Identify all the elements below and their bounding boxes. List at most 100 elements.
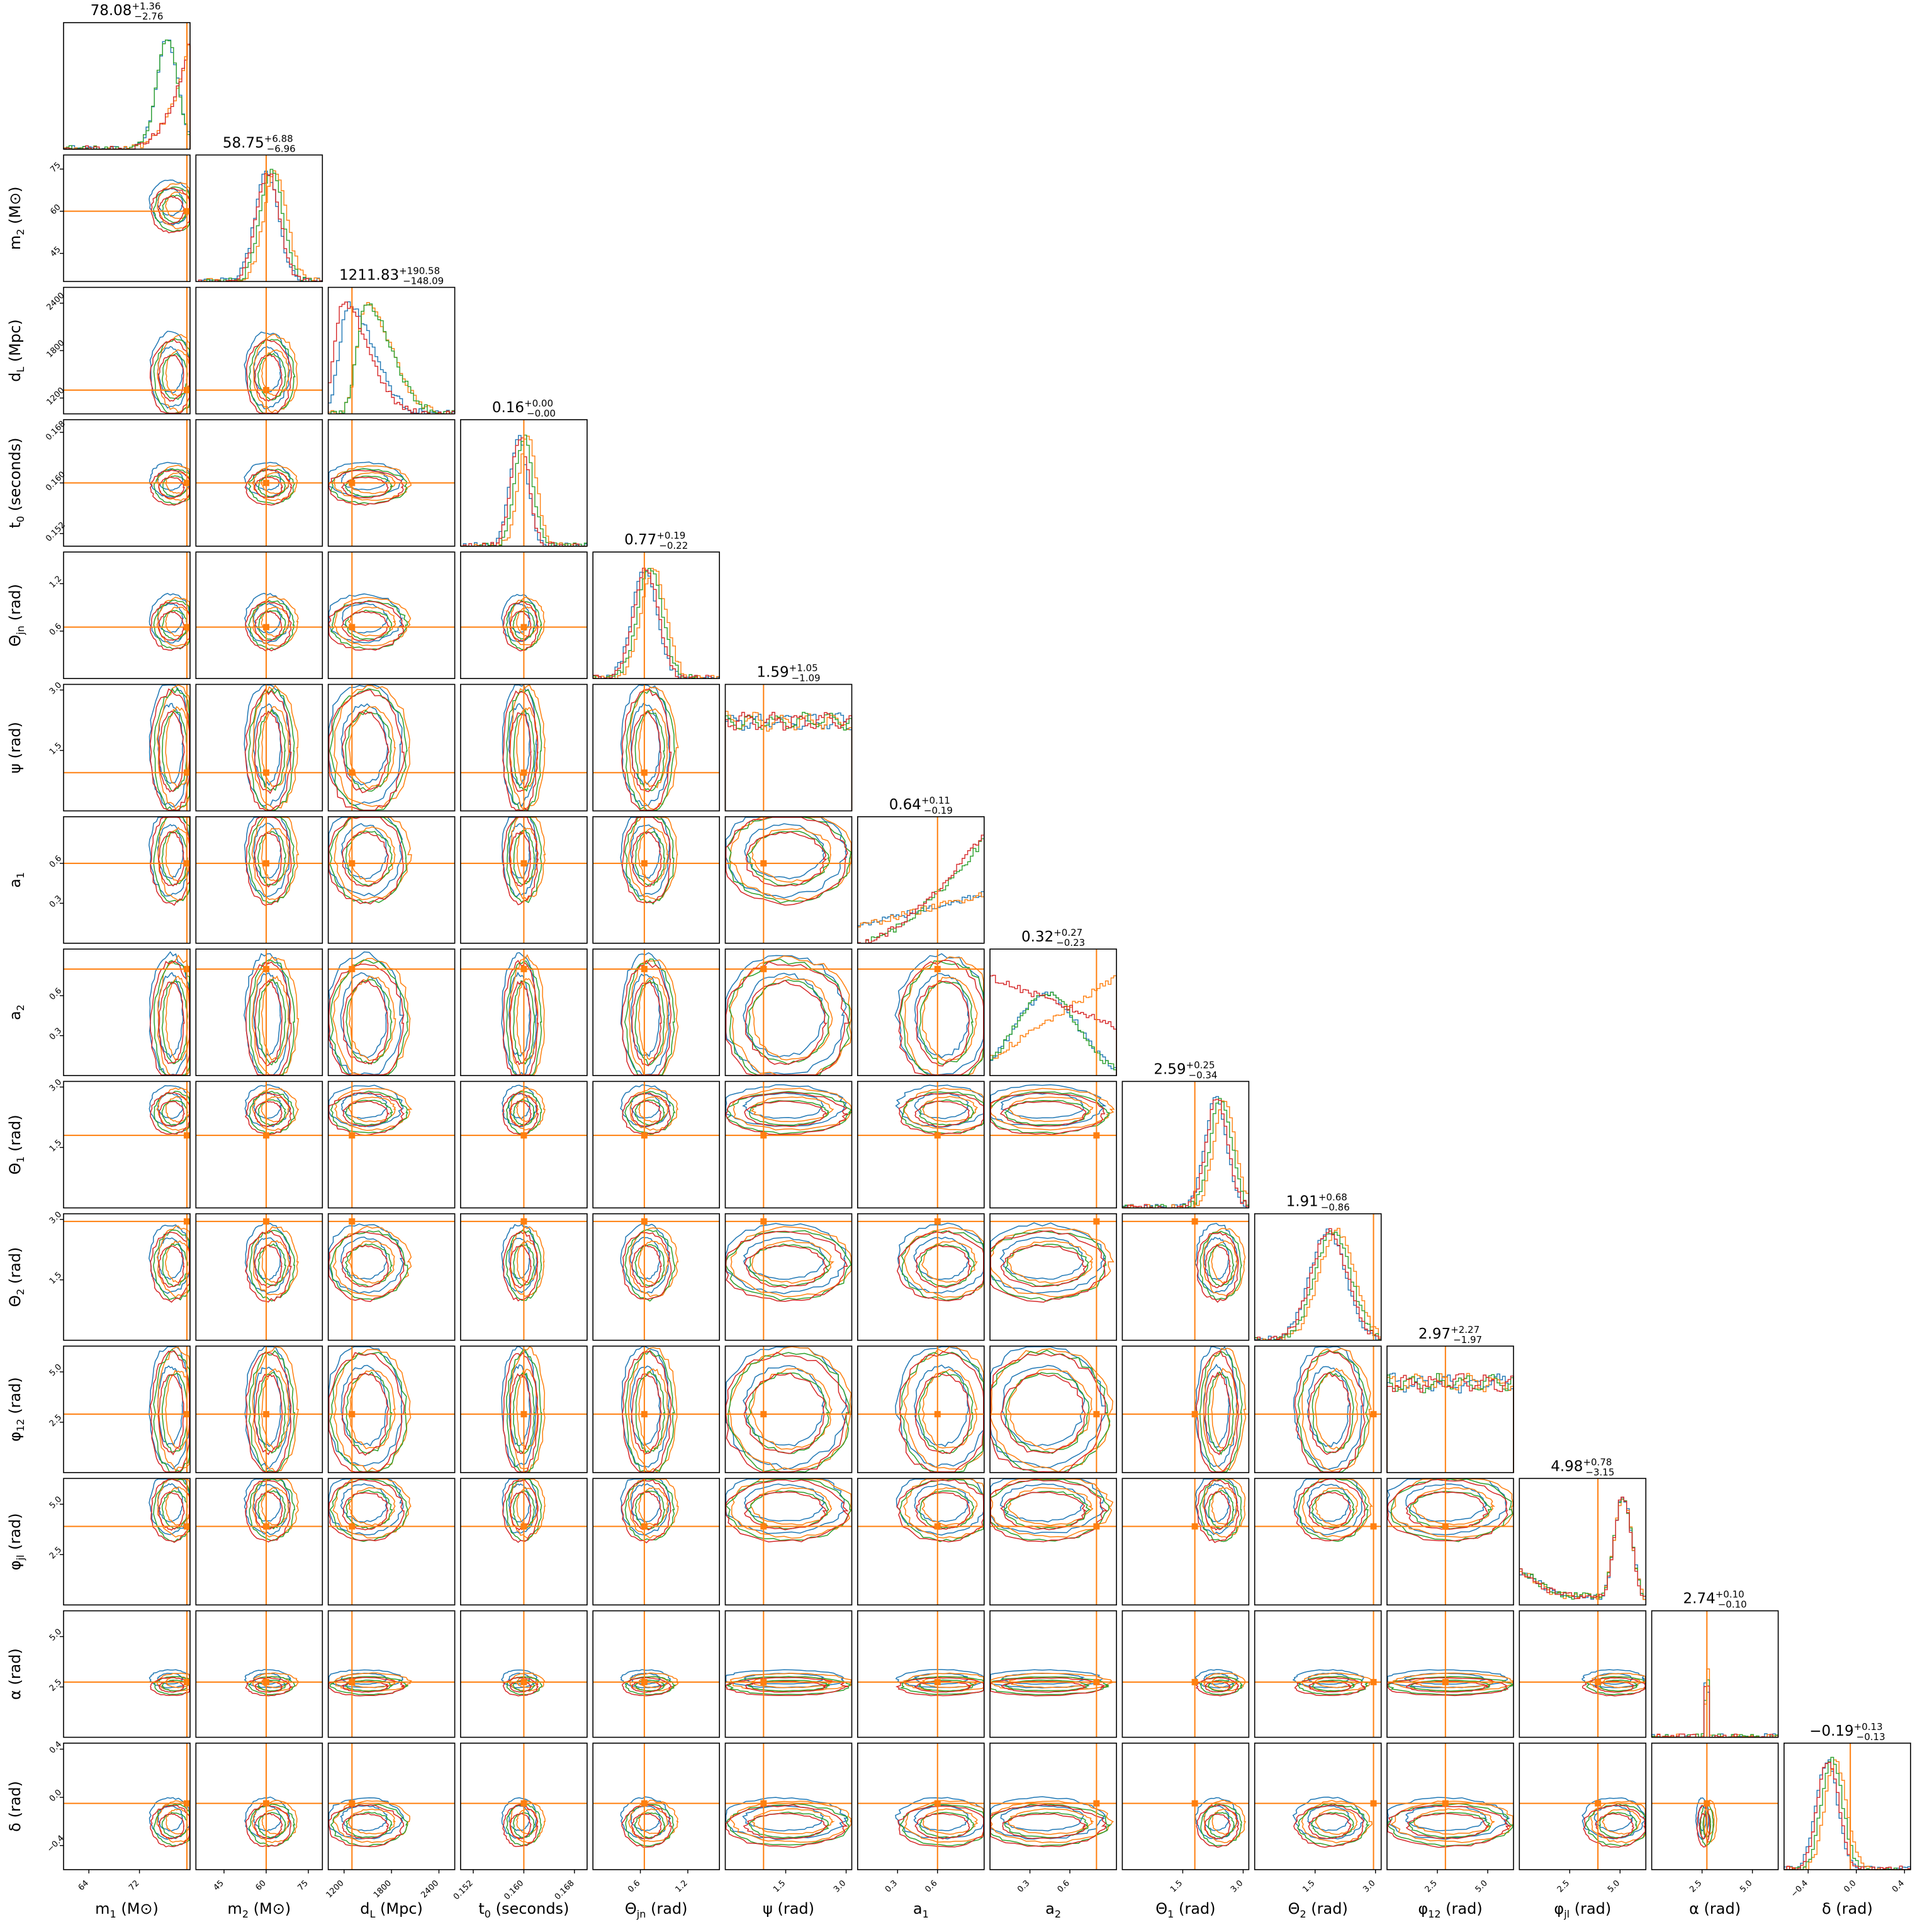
contour-2-1-series-0-level-0 xyxy=(244,331,291,410)
marginal-panel-4: 0.77+0.19−0.22 xyxy=(592,530,721,680)
marginal-panel-5: 1.59+1.05−1.09 xyxy=(724,663,853,812)
contour-13-2-series-2-level-1 xyxy=(345,1811,393,1838)
x-tick-label-4-1: 1.2 xyxy=(674,1879,690,1894)
contour-10-3-series-2-level-1 xyxy=(512,1372,536,1454)
marginal-title-2: 1211.83+190.58−148.09 xyxy=(339,266,444,287)
contour-9-0-series-3-level-0 xyxy=(150,1232,190,1303)
contour-9-5-series-0-level-1 xyxy=(743,1237,826,1280)
pair-panel-10-3 xyxy=(460,1345,588,1473)
y-tick-label-8-1: 3.0 xyxy=(48,1077,64,1093)
panel-background xyxy=(990,949,1117,1076)
pair-panel-5-1 xyxy=(195,683,323,812)
contour-2-1-series-3-level-0 xyxy=(245,339,292,414)
marginal-title-3: 0.16+0.00−0.00 xyxy=(492,398,556,419)
contour-9-1-series-0-level-1 xyxy=(253,1237,281,1281)
truth-marker-13-11 xyxy=(1595,1800,1602,1807)
truth-marker-10-1 xyxy=(262,1411,269,1418)
contour-6-4-series-2-level-0 xyxy=(624,817,675,905)
contour-5-0-series-0-level-0 xyxy=(149,684,190,808)
contour-8-0-series-3-level-1 xyxy=(158,1101,186,1127)
panel-frame xyxy=(592,1345,721,1473)
panel-frame xyxy=(1386,1345,1514,1473)
y-axis-label-7: a2 xyxy=(6,1004,26,1020)
truth-marker-9-1 xyxy=(262,1218,269,1225)
contour-12-4-series-0-level-1 xyxy=(630,1673,661,1685)
contour-9-7-series-3-level-1 xyxy=(1000,1245,1087,1288)
panel-background xyxy=(64,552,190,679)
contour-8-3-series-2-level-0 xyxy=(505,1091,542,1135)
truth-marker-4-3 xyxy=(520,624,527,631)
x-axis-label-13: δ (rad) xyxy=(1822,1900,1873,1918)
contour-11-10-series-3-level-1 xyxy=(1405,1491,1489,1530)
contour-13-9-series-0-level-1 xyxy=(1307,1805,1351,1832)
truth-marker-11-5 xyxy=(760,1523,767,1530)
x-tick-label-8-1: 3.0 xyxy=(1229,1879,1245,1894)
contour-10-8-series-1-level-1 xyxy=(1211,1368,1238,1451)
contour-12-11-series-3-level-0 xyxy=(1581,1677,1646,1697)
marginal-title-0: 78.08+1.36−2.76 xyxy=(91,1,164,22)
panel-frame xyxy=(460,419,588,547)
panel-frame xyxy=(592,683,721,812)
contour-8-5-series-3-level-1 xyxy=(744,1101,828,1127)
truth-marker-12-8 xyxy=(1191,1678,1198,1685)
panel-background xyxy=(328,1213,455,1340)
contour-12-8-series-0-level-1 xyxy=(1203,1673,1230,1685)
pair-panel-7-2 xyxy=(327,948,456,1076)
truth-marker-10-4 xyxy=(641,1411,648,1418)
contour-13-0-series-2-level-1 xyxy=(161,1812,188,1839)
contour-5-4-series-1-level-0 xyxy=(627,686,679,810)
truth-marker-9-7 xyxy=(1093,1218,1100,1225)
contour-9-8-series-0-level-1 xyxy=(1204,1237,1230,1280)
contour-8-3-series-2-level-1 xyxy=(513,1099,536,1126)
truth-marker-11-7 xyxy=(1093,1523,1100,1530)
panel-frame xyxy=(1254,1610,1382,1738)
contour-4-0-series-0-level-1 xyxy=(157,603,184,634)
contour-5-1-series-2-level-1 xyxy=(257,709,286,791)
histogram-10-series-3 xyxy=(1386,1373,1514,1473)
contour-6-4-series-3-level-0 xyxy=(622,817,671,904)
contour-13-9-series-2-level-0 xyxy=(1297,1803,1370,1847)
y-tick-label-10-0: 2.5 xyxy=(48,1413,64,1429)
marginal-title-5: 1.59+1.05−1.09 xyxy=(756,663,820,684)
contour-9-6-series-3-level-1 xyxy=(915,1245,972,1288)
panel-background xyxy=(1122,1346,1249,1473)
marginal-title-6: 0.64+0.11−0.19 xyxy=(889,795,953,816)
y-axis-label-1: m2 (M⊙) xyxy=(6,186,26,250)
panel-frame xyxy=(724,1345,853,1473)
contour-8-0-series-1-level-0 xyxy=(156,1087,190,1132)
contour-7-6-series-1-level-1 xyxy=(922,977,978,1062)
contour-13-8-series-3-level-1 xyxy=(1205,1813,1231,1839)
contour-5-0-series-1-level-1 xyxy=(165,705,190,787)
contour-11-7-series-0-level-1 xyxy=(999,1483,1086,1523)
panel-frame xyxy=(857,1213,985,1341)
pair-panel-8-6 xyxy=(857,1081,985,1209)
contour-6-1-series-3-level-1 xyxy=(254,832,283,888)
contour-13-4-series-3-level-1 xyxy=(631,1813,662,1839)
contour-11-10-series-2-level-0 xyxy=(1390,1478,1514,1542)
pair-panel-11-5 xyxy=(724,1478,853,1606)
x-tick-label-11-0: 2.5 xyxy=(1556,1879,1571,1894)
contour-5-3-series-3-level-0 xyxy=(502,690,539,811)
x-tick-label-1-1: 60 xyxy=(254,1879,267,1892)
panel-frame xyxy=(989,948,1117,1076)
marginal-panel-10: 2.97+2.27−1.97 xyxy=(1386,1324,1514,1473)
contour-13-7-series-3-level-1 xyxy=(1002,1813,1087,1839)
contour-7-0-series-3-level-1 xyxy=(158,981,185,1064)
contour-9-5-series-3-level-0 xyxy=(725,1230,848,1302)
x-tick-label-6-1: 0.6 xyxy=(923,1879,939,1894)
contour-13-5-series-2-level-1 xyxy=(749,1811,829,1839)
contour-12-9-series-3-level-0 xyxy=(1294,1677,1366,1697)
contour-9-5-series-1-level-1 xyxy=(751,1240,834,1284)
panel-background xyxy=(1254,1346,1381,1473)
contour-5-3-series-3-level-1 xyxy=(509,712,532,792)
contour-6-0-series-2-level-1 xyxy=(161,829,188,887)
y-tick-label-8-0: 1.5 xyxy=(48,1138,64,1154)
truth-marker-12-1 xyxy=(262,1678,269,1685)
contour-8-4-series-1-level-0 xyxy=(629,1087,679,1131)
panel-frame xyxy=(327,948,456,1076)
truth-marker-11-0 xyxy=(183,1523,190,1530)
contour-5-3-series-0-level-0 xyxy=(502,684,538,807)
truth-marker-12-9 xyxy=(1370,1678,1377,1685)
pair-panel-7-5 xyxy=(724,948,853,1076)
